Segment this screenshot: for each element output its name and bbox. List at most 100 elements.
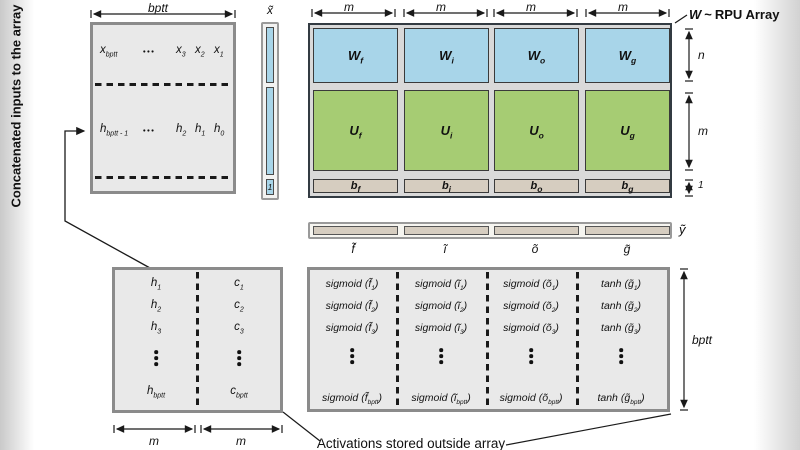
dim-label-m-bottom-c: m	[236, 434, 246, 448]
input-matrix: xbptt ••• x3 x2 x1 hbptt - 1 ••• h2 h1 h…	[90, 22, 236, 194]
bias-cell-bo: bo	[494, 179, 579, 193]
activation-term: sigmoid(õ2)	[503, 300, 559, 315]
ytilde-segment-f	[313, 226, 398, 235]
h2-term: h2	[150, 299, 162, 314]
vertical-ellipsis	[154, 350, 158, 366]
activation-term: sigmoid(f̃bptt)	[322, 392, 382, 407]
rpu-array-title: W~RPU Array	[689, 7, 779, 22]
bias-cell-bg: bg	[585, 179, 670, 193]
h-term-1: h1	[195, 123, 206, 138]
dim-label-m-col1: m	[344, 0, 354, 14]
caption-line-right	[505, 413, 672, 446]
activation-term: sigmoid(ĩ3)	[414, 322, 468, 337]
weight-cell-wo: Wo	[494, 28, 579, 83]
vertical-ellipsis	[439, 348, 443, 364]
dim-label-m-col3: m	[526, 0, 536, 14]
weight-cell-wi: Wi	[404, 28, 489, 83]
activation-term: tanh(g̃2)	[601, 300, 641, 315]
x-term-3: x3	[176, 44, 186, 59]
ftilde-label: f̃	[351, 242, 355, 256]
dashed-divider	[576, 272, 579, 407]
recurrent-cell-uo: Uo	[494, 90, 579, 171]
activations-caption: Activations stored outside array	[316, 436, 506, 450]
dim-label-one: 1	[698, 180, 704, 191]
rpu-title-tilde: ~	[704, 7, 712, 22]
ytilde-segment-g	[585, 226, 670, 235]
activation-term: sigmoid(ĩ2)	[414, 300, 468, 315]
activation-term: tanh(g̃1)	[601, 278, 641, 293]
xtilde-vector: 1	[261, 22, 279, 200]
dashed-divider	[396, 272, 399, 407]
gtilde-label: g̃	[623, 242, 631, 256]
rpu-title-text: RPU Array	[714, 7, 780, 22]
caption-line-left	[282, 411, 321, 442]
dim-label-m-col4: m	[618, 0, 628, 14]
weight-cell-wf: Wf	[313, 28, 398, 83]
recurrent-cell-ui: Ui	[404, 90, 489, 171]
activation-matrix: sigmoid(f̃1) sigmoid(f̃2) sigmoid(f̃3) s…	[307, 267, 670, 412]
dim-arrow-one-right	[685, 179, 693, 197]
vertical-ellipsis	[237, 350, 241, 366]
dim-arrow-n-right	[685, 28, 693, 82]
activation-term: sigmoid(f̃1)	[325, 278, 379, 293]
activation-term: sigmoid(ĩ1)	[414, 278, 468, 293]
dim-label-n: n	[698, 48, 705, 62]
bias-cell-bi: bi	[404, 179, 489, 193]
recurrent-cell-uf: Uf	[313, 90, 398, 171]
dim-label-bptt-top: bptt	[147, 1, 169, 15]
activation-term: sigmoid(f̃2)	[325, 300, 379, 315]
dim-label-m-col2: m	[436, 0, 446, 14]
vertical-ellipsis	[619, 348, 623, 364]
activation-term: tanh(g̃3)	[601, 322, 641, 337]
recurrent-cell-ug: Ug	[585, 90, 670, 171]
vertical-ellipsis	[529, 348, 533, 364]
x-term-bptt: xbptt	[100, 44, 118, 59]
hbptt-term: hbptt	[146, 385, 166, 400]
horizontal-ellipsis: •••	[143, 47, 156, 56]
concatenated-inputs-label: Concatenated inputs to the array	[8, 4, 24, 208]
rpu-title-w: W	[689, 7, 702, 22]
x-term-2: x2	[195, 44, 205, 59]
h1-term: h1	[150, 277, 162, 292]
xtilde-bias-one: 1	[266, 179, 274, 195]
dim-label-m-bottom-h: m	[149, 434, 159, 448]
activation-term: sigmoid(õ1)	[503, 278, 559, 293]
dim-label-m-right: m	[698, 124, 708, 138]
dim-arrow-m-right	[685, 92, 693, 171]
c3-term: c3	[234, 321, 244, 336]
horizontal-ellipsis: •••	[143, 126, 156, 135]
c2-term: c2	[234, 299, 244, 314]
xtilde-h-segment	[266, 87, 274, 175]
dim-label-bptt-right: bptt	[692, 333, 713, 347]
ytilde-vector	[308, 222, 672, 239]
h3-term: h3	[150, 321, 162, 336]
h-term-2: h2	[176, 123, 187, 138]
dim-arrow-m-bottom-h	[113, 425, 196, 433]
left-gradient-band	[0, 0, 34, 450]
dashed-divider	[486, 272, 489, 407]
ytilde-segment-i	[404, 226, 489, 235]
c1-term: c1	[234, 277, 244, 292]
rpu-array: Wf Wi Wo Wg Uf Ui Uo Ug bf bi bo bg	[308, 23, 672, 198]
weight-cell-wg: Wg	[585, 28, 670, 83]
x-term-1: x1	[214, 44, 224, 59]
state-matrix: h1 h2 h3 hbptt c1 c2 c3 cbptt	[112, 267, 283, 413]
ytilde-segment-o	[494, 226, 579, 235]
itilde-label: ĩ	[443, 242, 447, 256]
activation-term: tanh(g̃bptt)	[597, 392, 645, 407]
activation-term: sigmoid(õ3)	[503, 322, 559, 337]
dashed-divider	[196, 272, 199, 408]
cbptt-term: cbptt	[230, 385, 248, 400]
xtilde-label: x̃	[267, 3, 273, 17]
vertical-ellipsis	[350, 348, 354, 364]
activation-term: sigmoid(f̃3)	[325, 322, 379, 337]
right-gradient-band	[754, 0, 800, 450]
dashed-divider	[95, 176, 231, 179]
dim-arrow-bptt-right	[680, 268, 688, 411]
bias-cell-bf: bf	[313, 179, 398, 193]
h-term-bptt-1: hbptt - 1	[100, 123, 129, 138]
xtilde-x-segment	[266, 27, 274, 83]
activation-term: sigmoid(õbptt)	[499, 392, 563, 407]
rpu-title-pointer	[674, 14, 688, 24]
